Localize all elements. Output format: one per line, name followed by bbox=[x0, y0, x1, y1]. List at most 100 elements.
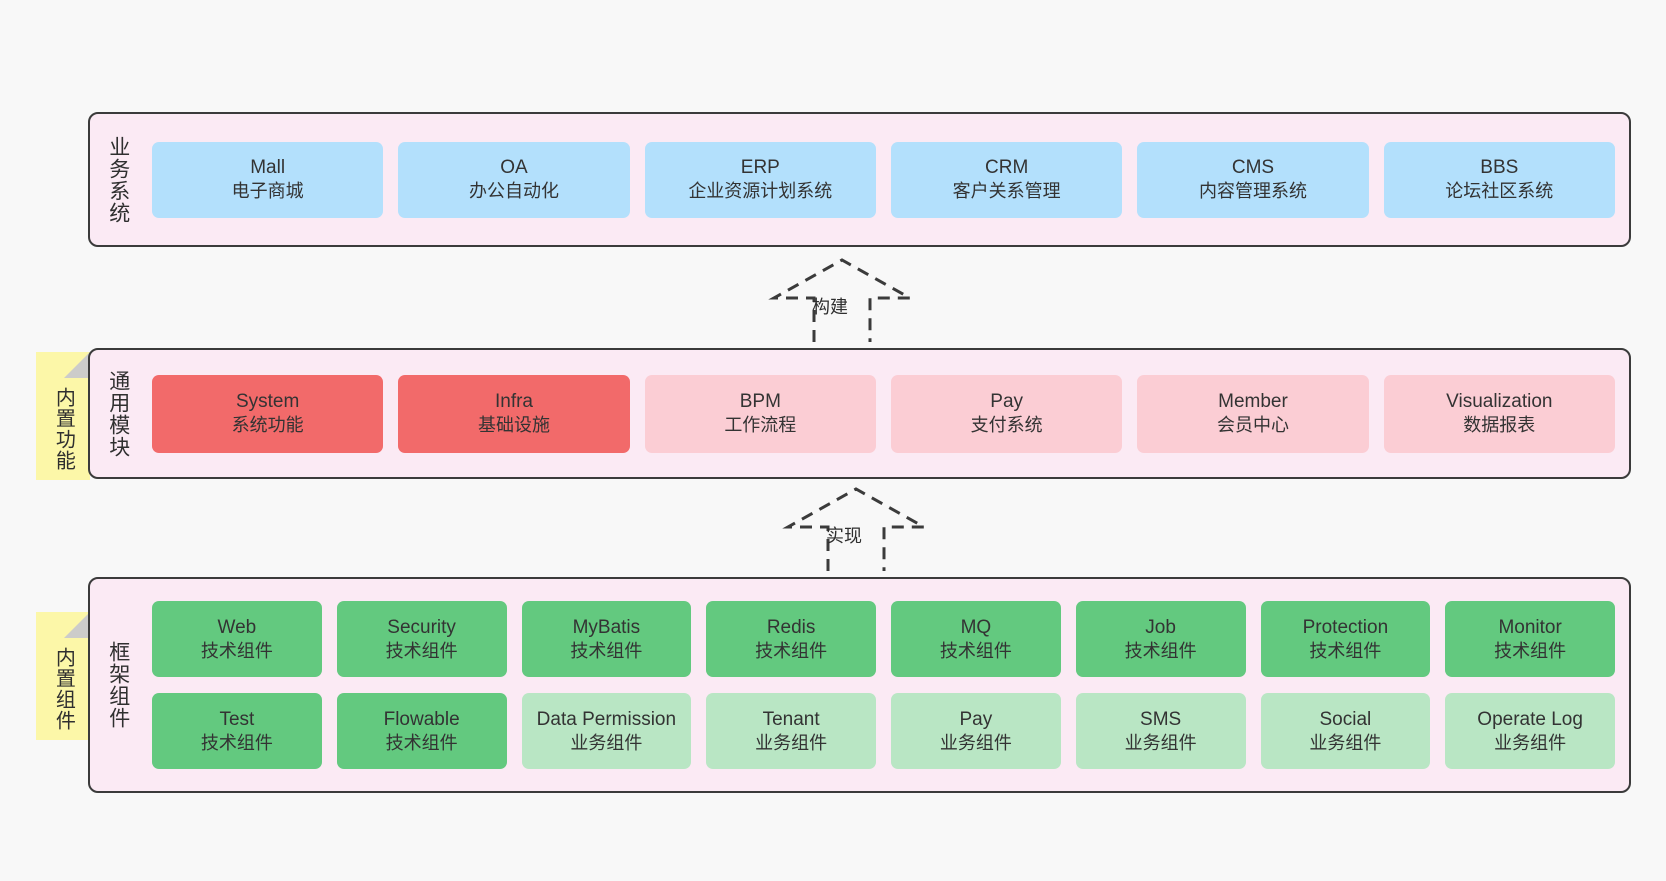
card-subtitle: 业务组件 bbox=[1494, 732, 1567, 753]
layer-title-framework: 框架组件 bbox=[106, 641, 130, 729]
card-subtitle: 技术组件 bbox=[755, 640, 828, 661]
card-title: Web bbox=[217, 616, 257, 638]
card-infra[interactable]: Infra 基础设施 bbox=[398, 374, 630, 453]
card-row: Mall 电子商城 OA 办公自动化 ERP 企业资源计划系统 CRM 客户关系… bbox=[152, 141, 1615, 218]
card-title: Data Permission bbox=[536, 708, 677, 730]
card-subtitle: 系统功能 bbox=[231, 415, 304, 436]
connector-build-label: 构建 bbox=[812, 297, 848, 317]
card-operate-log[interactable]: Operate Log 业务组件 bbox=[1445, 693, 1615, 769]
card-title: Protection bbox=[1302, 616, 1389, 638]
card-member[interactable]: Member 会员中心 bbox=[1137, 374, 1369, 453]
note-label: 内置功能 bbox=[52, 387, 75, 471]
card-subtitle: 技术组件 bbox=[1309, 640, 1382, 661]
card-subtitle: 技术组件 bbox=[200, 640, 273, 661]
layer-body-business: Mall 电子商城 OA 办公自动化 ERP 企业资源计划系统 CRM 客户关系… bbox=[138, 114, 1629, 245]
card-pay-module[interactable]: Pay 支付系统 bbox=[890, 374, 1123, 453]
card-title: Monitor bbox=[1498, 616, 1562, 638]
layer-title-common: 通用模块 bbox=[106, 369, 130, 458]
layer-body-common: System 系统功能 Infra 基础设施 BPM 工作流程 Pay 支付系统… bbox=[138, 350, 1629, 477]
card-monitor[interactable]: Monitor 技术组件 bbox=[1445, 601, 1615, 677]
card-job[interactable]: Job 技术组件 bbox=[1075, 601, 1246, 677]
card-tenant[interactable]: Tenant 业务组件 bbox=[706, 693, 876, 769]
layer-framework-components: 框架组件 Web 技术组件 Security 技术组件 MyBatis 技术组件… bbox=[88, 577, 1631, 793]
card-subtitle: 技术组件 bbox=[1124, 640, 1197, 661]
layer-title-business: 业务系统 bbox=[106, 135, 130, 224]
card-subtitle: 技术组件 bbox=[385, 640, 458, 661]
card-title: OA bbox=[500, 157, 528, 179]
card-sms[interactable]: SMS 业务组件 bbox=[1075, 693, 1246, 769]
card-subtitle: 业务组件 bbox=[570, 732, 643, 753]
card-subtitle: 客户关系管理 bbox=[952, 181, 1061, 202]
card-title: CMS bbox=[1231, 157, 1275, 179]
card-subtitle: 内容管理系统 bbox=[1198, 181, 1307, 202]
card-social[interactable]: Social 业务组件 bbox=[1260, 693, 1431, 769]
card-title: Redis bbox=[766, 616, 816, 638]
card-subtitle: 论坛社区系统 bbox=[1445, 181, 1554, 202]
card-subtitle: 支付系统 bbox=[970, 415, 1043, 436]
card-title: SMS bbox=[1140, 708, 1182, 730]
card-title: Infra bbox=[494, 391, 533, 413]
card-test[interactable]: Test 技术组件 bbox=[152, 693, 322, 769]
card-subtitle: 数据报表 bbox=[1463, 415, 1536, 436]
card-subtitle: 技术组件 bbox=[570, 640, 643, 661]
card-title: Member bbox=[1218, 391, 1288, 413]
card-subtitle: 办公自动化 bbox=[468, 181, 559, 202]
layer-business-systems: 业务系统 Mall 电子商城 OA 办公自动化 ERP 企业资源计划系统 CRM… bbox=[88, 112, 1631, 247]
card-subtitle: 业务组件 bbox=[755, 732, 828, 753]
card-row: Test 技术组件 Flowable 技术组件 Data Permission … bbox=[152, 693, 1615, 769]
card-title: Tenant bbox=[762, 708, 820, 730]
card-mall[interactable]: Mall 电子商城 bbox=[152, 141, 384, 218]
card-mybatis[interactable]: MyBatis 技术组件 bbox=[521, 601, 692, 677]
card-subtitle: 企业资源计划系统 bbox=[688, 181, 833, 202]
connector-implement-arrow bbox=[782, 487, 930, 571]
card-title: Test bbox=[219, 708, 255, 730]
note-label: 内置组件 bbox=[52, 647, 75, 731]
card-title: BPM bbox=[739, 391, 781, 413]
card-title: Mall bbox=[250, 157, 286, 179]
card-title: MQ bbox=[960, 616, 992, 638]
card-subtitle: 技术组件 bbox=[1494, 640, 1567, 661]
card-subtitle: 技术组件 bbox=[939, 640, 1012, 661]
card-title: Operate Log bbox=[1477, 708, 1583, 730]
card-title: BBS bbox=[1480, 157, 1519, 179]
card-title: ERP bbox=[740, 157, 780, 179]
card-protection[interactable]: Protection 技术组件 bbox=[1260, 601, 1431, 677]
card-web[interactable]: Web 技术组件 bbox=[152, 601, 322, 677]
layer-body-framework: Web 技术组件 Security 技术组件 MyBatis 技术组件 Redi… bbox=[138, 579, 1629, 791]
card-title: Visualization bbox=[1446, 391, 1553, 413]
card-bbs[interactable]: BBS 论坛社区系统 bbox=[1383, 141, 1615, 218]
card-system[interactable]: System 系统功能 bbox=[152, 374, 384, 453]
card-subtitle: 技术组件 bbox=[200, 732, 273, 753]
card-mq[interactable]: MQ 技术组件 bbox=[891, 601, 1061, 677]
card-subtitle: 业务组件 bbox=[1309, 732, 1382, 753]
card-visualization[interactable]: Visualization 数据报表 bbox=[1383, 374, 1615, 453]
card-subtitle: 业务组件 bbox=[1124, 732, 1197, 753]
card-crm[interactable]: CRM 客户关系管理 bbox=[890, 141, 1123, 218]
card-title: CRM bbox=[985, 157, 1029, 179]
connector-build-arrow bbox=[768, 258, 916, 342]
card-title: Security bbox=[387, 616, 456, 638]
card-pay-component[interactable]: Pay 业务组件 bbox=[891, 693, 1061, 769]
card-title: Pay bbox=[990, 391, 1024, 413]
card-erp[interactable]: ERP 企业资源计划系统 bbox=[644, 141, 876, 218]
note-built-in-components: 内置组件 bbox=[36, 612, 90, 740]
card-title: Job bbox=[1145, 616, 1176, 638]
connector-implement-label: 实现 bbox=[826, 526, 862, 546]
card-subtitle: 会员中心 bbox=[1216, 415, 1289, 436]
card-title: Social bbox=[1319, 708, 1372, 730]
card-cms[interactable]: CMS 内容管理系统 bbox=[1137, 141, 1369, 218]
card-bpm[interactable]: BPM 工作流程 bbox=[644, 374, 876, 453]
card-data-permission[interactable]: Data Permission 业务组件 bbox=[521, 693, 692, 769]
card-subtitle: 基础设施 bbox=[477, 415, 550, 436]
layer-common-modules: 通用模块 System 系统功能 Infra 基础设施 BPM 工作流程 Pay… bbox=[88, 348, 1631, 479]
card-flowable[interactable]: Flowable 技术组件 bbox=[336, 693, 507, 769]
card-title: Flowable bbox=[383, 708, 460, 730]
card-subtitle: 电子商城 bbox=[231, 181, 304, 202]
card-title: System bbox=[235, 391, 300, 413]
card-title: MyBatis bbox=[572, 616, 641, 638]
card-security[interactable]: Security 技术组件 bbox=[336, 601, 507, 677]
card-title: Pay bbox=[959, 708, 993, 730]
card-redis[interactable]: Redis 技术组件 bbox=[706, 601, 876, 677]
card-oa[interactable]: OA 办公自动化 bbox=[398, 141, 630, 218]
